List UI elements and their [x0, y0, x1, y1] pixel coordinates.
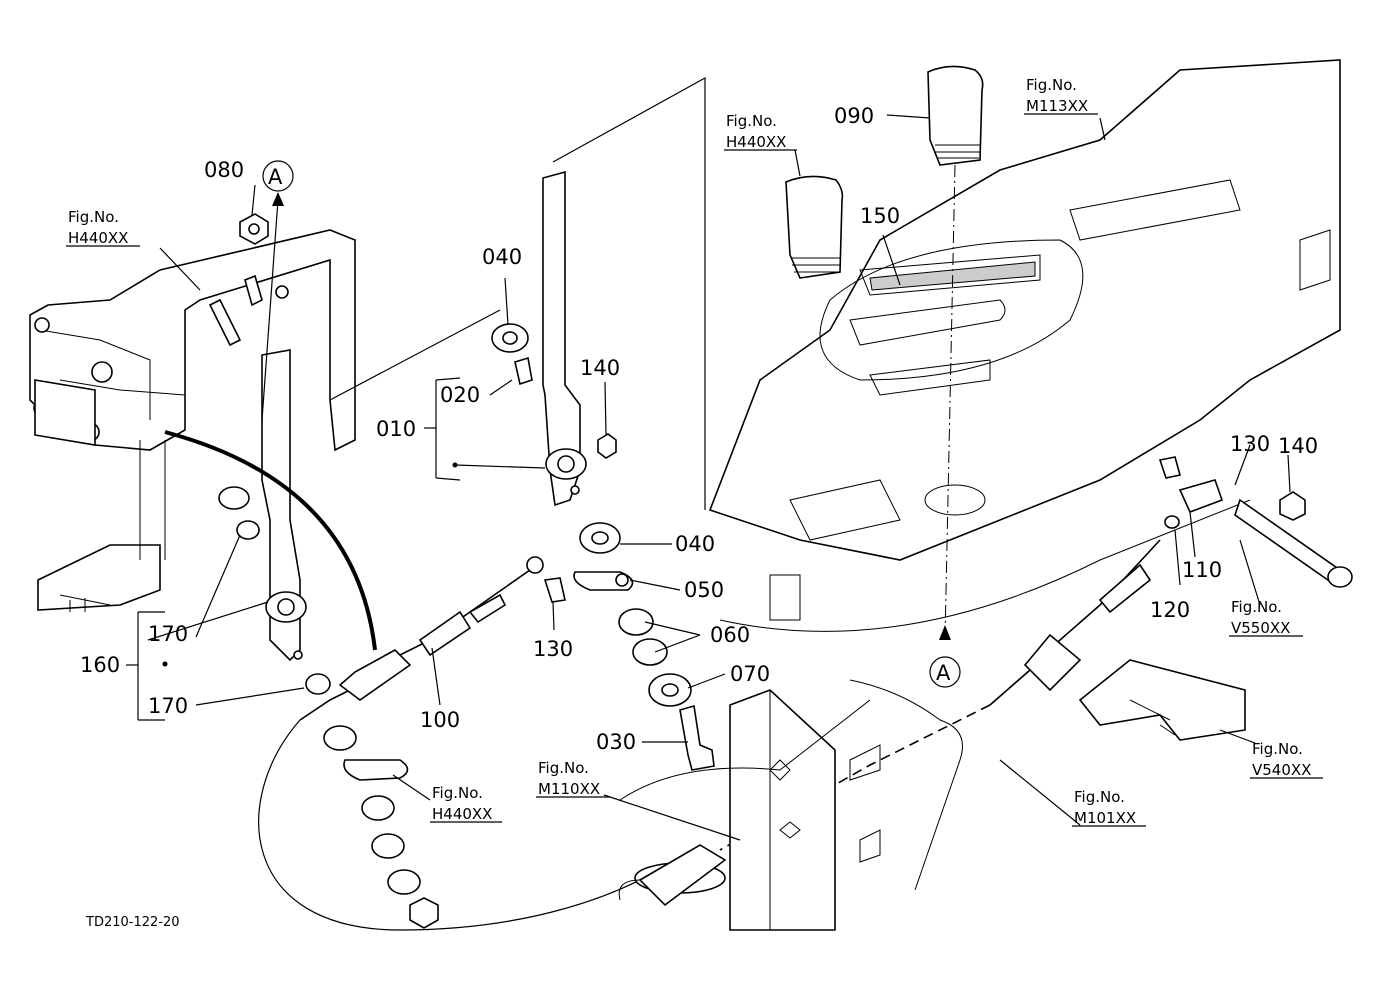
knob-h440	[785, 175, 844, 279]
drawing-code: TD210-122-20	[85, 915, 180, 930]
part-number: 140	[580, 356, 620, 380]
part-number: 170	[148, 694, 188, 718]
center-lever	[542, 170, 581, 507]
fig-number-5: M110XX	[538, 780, 600, 798]
fig-references: Fig.No. H440XX Fig.No. H440XX Fig.No. M1…	[68, 76, 1311, 827]
knob-090	[927, 65, 984, 166]
part-number: 010	[376, 417, 416, 441]
part-number: 020	[440, 383, 480, 407]
fig-label-4: Fig.No.	[432, 784, 483, 802]
part-number: 080	[204, 158, 244, 182]
bracket-v540	[1078, 659, 1246, 741]
fig-number-4: H440XX	[432, 805, 492, 823]
right-console	[708, 59, 1341, 561]
part-number: 090	[834, 104, 874, 128]
fig-label-8: Fig.No.	[1252, 740, 1303, 758]
fig-number-7: V550XX	[1231, 619, 1290, 637]
fig-label-2: Fig.No.	[726, 112, 777, 130]
part-number: 040	[482, 245, 522, 269]
fig-number-2: H440XX	[726, 133, 786, 151]
part-number: 130	[533, 637, 573, 661]
part-number: 160	[80, 653, 120, 677]
left-foot-bracket	[37, 544, 161, 611]
fig-number-1: H440XX	[68, 229, 128, 247]
fig-number-8: V540XX	[1252, 761, 1311, 779]
callout-a-left: A	[268, 165, 283, 189]
callout-a-right: A	[936, 661, 951, 685]
part-number: 050	[684, 578, 724, 602]
part-number: 120	[1150, 598, 1190, 622]
part-number: 140	[1278, 434, 1318, 458]
cable-100	[299, 569, 531, 721]
part-number: 130	[1230, 432, 1270, 456]
plate-m110	[729, 689, 836, 931]
drawing-geometry	[29, 59, 1353, 931]
part-number: 170	[148, 622, 188, 646]
part-number: 070	[730, 662, 770, 686]
fig-label-1: Fig.No.	[68, 208, 119, 226]
fig-number-6: M101XX	[1074, 809, 1136, 827]
part-number: 110	[1182, 558, 1222, 582]
callouts: A A	[268, 165, 951, 685]
part-number: 030	[596, 730, 636, 754]
fig-label-5: Fig.No.	[538, 759, 589, 777]
part-number: 040	[675, 532, 715, 556]
part-number: 060	[710, 623, 750, 647]
fig-label-3: Fig.No.	[1026, 76, 1077, 94]
fig-label-7: Fig.No.	[1231, 598, 1282, 616]
part-number: 100	[420, 708, 460, 732]
part-number: 150	[860, 204, 900, 228]
fig-label-6: Fig.No.	[1074, 788, 1125, 806]
fig-number-3: M113XX	[1026, 97, 1088, 115]
part-numbers: 080 040 020 010 140 090 150 040 050 060 …	[80, 104, 1318, 754]
bolt-030	[679, 704, 715, 771]
